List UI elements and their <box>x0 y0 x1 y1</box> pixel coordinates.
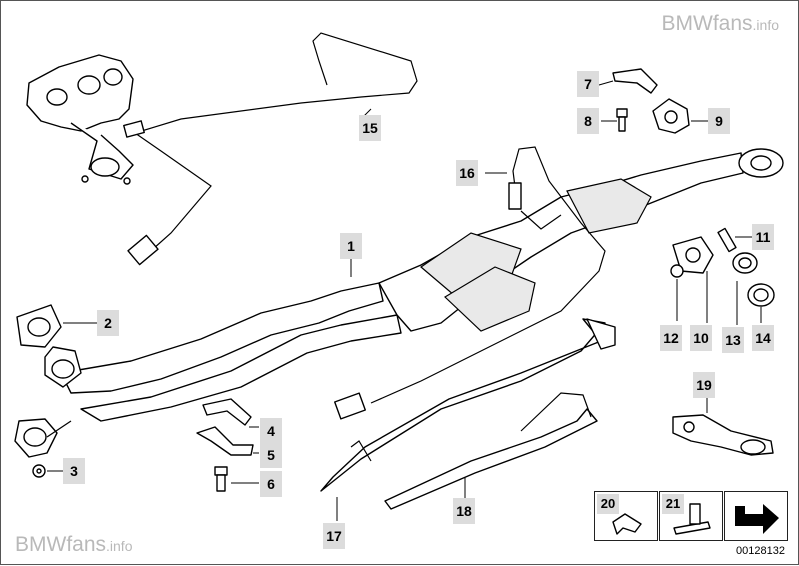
cross-member-17 <box>320 318 616 521</box>
legend-box-20: 20 <box>594 491 658 541</box>
diagram-reference-number: 00128132 <box>736 545 785 557</box>
legend-box-arrow <box>724 491 788 541</box>
nut-12 <box>670 264 684 321</box>
watermark-bottom: BMWfans.info <box>15 533 133 556</box>
callout-17: 17 <box>323 523 345 549</box>
clamp-4 <box>202 398 259 428</box>
callout-8: 8 <box>577 108 599 134</box>
nut-3 <box>32 464 65 478</box>
clamp-icon <box>673 503 711 535</box>
front-pipe <box>14 282 402 458</box>
callout-12: 12 <box>660 325 682 351</box>
callout-6: 6 <box>260 471 282 497</box>
callout-18: 18 <box>453 498 475 524</box>
clamp-5 <box>196 426 259 456</box>
callout-4: 4 <box>260 418 282 444</box>
legend-box-21: 21 <box>659 491 723 541</box>
heat-shield-18 <box>384 392 598 510</box>
ring-14 <box>747 283 775 323</box>
legend-label-20: 20 <box>597 494 619 514</box>
oxygen-sensor-15 <box>123 32 418 266</box>
clip-icon <box>612 513 642 535</box>
legend-label-21: 21 <box>662 494 684 514</box>
bolt-8 <box>601 108 628 132</box>
bolt-11 <box>717 227 753 253</box>
bracket-19 <box>672 397 774 456</box>
ring-13 <box>732 252 758 325</box>
callout-10: 10 <box>690 325 712 351</box>
callout-15: 15 <box>359 115 381 141</box>
flange-gasket-2 <box>16 304 97 348</box>
bracket-7 <box>598 68 658 94</box>
gasket-10 <box>672 236 714 323</box>
callout-19: 19 <box>693 372 715 398</box>
oxygen-sensor-16 <box>334 146 606 420</box>
callout-13: 13 <box>722 327 744 353</box>
callout-11: 11 <box>752 224 774 250</box>
callout-3: 3 <box>63 458 85 484</box>
callout-16: 16 <box>456 160 478 186</box>
exhaust-manifold <box>26 54 134 185</box>
watermark-top: BMWfans.info <box>661 12 779 35</box>
callout-7: 7 <box>577 71 599 97</box>
callout-14: 14 <box>752 325 774 351</box>
bent-arrow-icon <box>735 504 779 534</box>
callout-9: 9 <box>708 108 730 134</box>
callout-1: 1 <box>340 233 362 259</box>
bolt-6 <box>214 466 259 492</box>
callout-2: 2 <box>97 310 119 336</box>
catalytic-converter-assembly <box>378 148 784 332</box>
rubber-mount-9 <box>652 98 709 134</box>
callout-5: 5 <box>260 442 282 468</box>
